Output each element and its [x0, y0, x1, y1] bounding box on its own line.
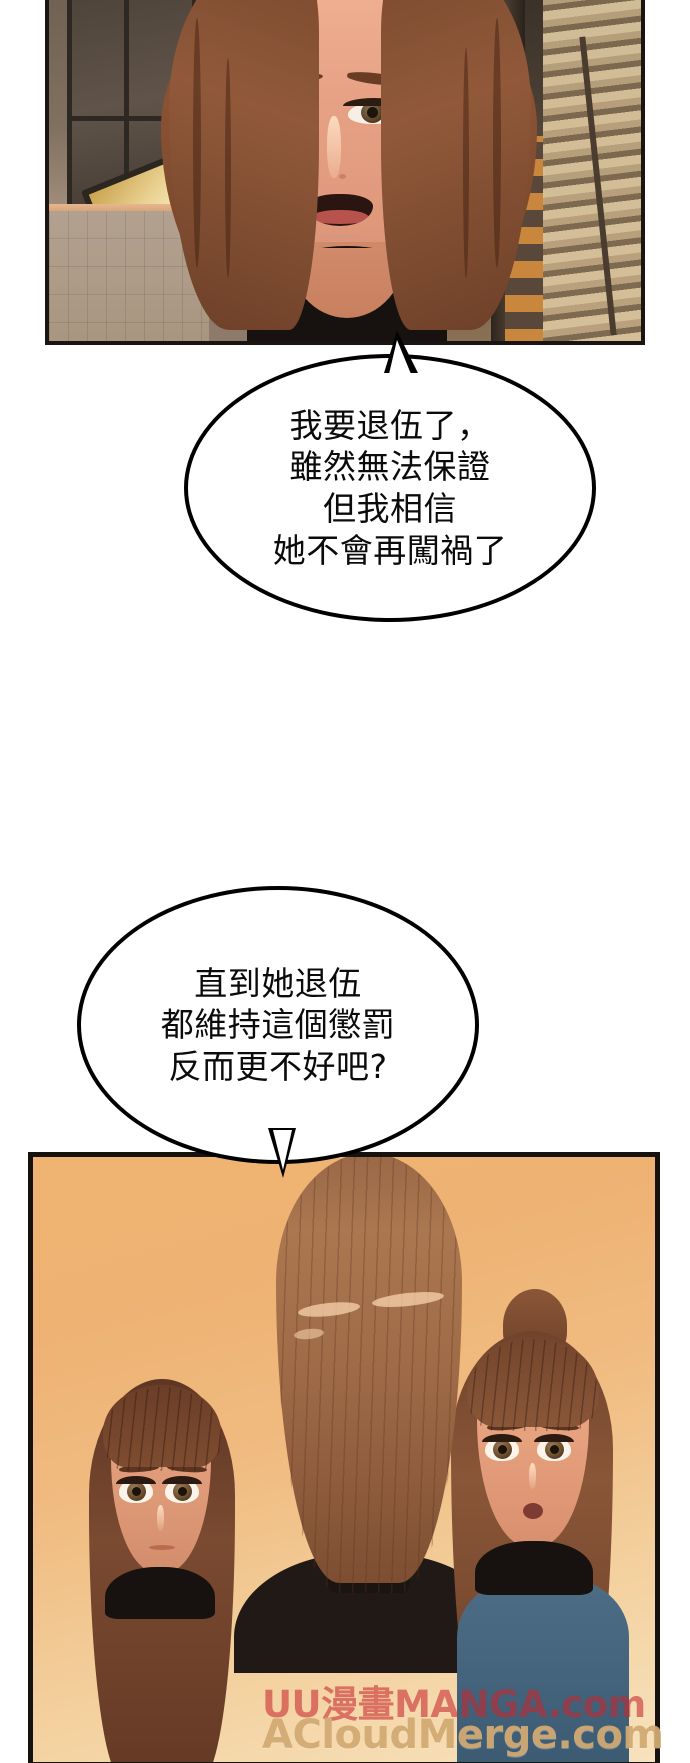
girl-left-collar — [105, 1567, 215, 1619]
girl-left-eye-right-lash — [162, 1476, 202, 1484]
girl-right-eye-right — [534, 1434, 574, 1461]
eye-right-lash — [343, 98, 405, 106]
speech-bubble-1-tail — [384, 331, 418, 374]
girl-right-eye-left-lash — [482, 1434, 522, 1442]
girl-right-nose — [529, 1463, 536, 1489]
girl-left-nose — [157, 1505, 164, 1531]
girl-left-bangs — [103, 1385, 221, 1467]
speech-bubble-1-text: 我要退伍了， 雖然無法保證 但我相信 她不會再闖禍了 — [272, 405, 508, 570]
girl-center-hair-strands — [276, 1157, 462, 1593]
hair-strand-c — [493, 18, 501, 268]
chin-highlight — [315, 234, 363, 238]
girl-right-bangs-strands — [467, 1339, 599, 1431]
girl-left-eye-left-lash — [116, 1476, 156, 1484]
nose — [327, 116, 341, 178]
panel-top-artwork — [49, 0, 641, 341]
comic-panel-top — [45, 0, 645, 345]
girl-left-eye-right — [162, 1476, 202, 1503]
character-woman-closeup — [161, 0, 537, 341]
character-girl-left — [89, 1379, 235, 1762]
girl-left-eye-left — [116, 1476, 156, 1503]
eye-right-pupil — [367, 107, 378, 118]
girl-right-eye-left-pupil — [498, 1445, 507, 1454]
girl-left-mouth — [149, 1545, 175, 1550]
background-window-mullion-vertical — [124, 0, 129, 216]
character-girl-right — [451, 1289, 629, 1762]
girl-right-shirt — [457, 1577, 629, 1762]
girl-center-hair — [276, 1157, 462, 1583]
background-stairs — [543, 0, 641, 341]
girl-left-eye-right-pupil — [178, 1487, 187, 1496]
hair-strand-b — [225, 58, 231, 278]
girl-right-eye-right-lash — [534, 1434, 574, 1442]
mouth-open — [307, 194, 373, 226]
hair-front-left — [169, 0, 319, 330]
character-girl-center-back — [234, 1157, 506, 1673]
hair-front-right — [381, 0, 531, 330]
lower-lip — [311, 210, 369, 224]
girl-right-collar — [475, 1541, 593, 1595]
speech-bubble-2-tail — [268, 1128, 296, 1178]
girl-right-bangs — [467, 1337, 599, 1427]
hair-strand-d — [463, 48, 469, 278]
panel-bottom-artwork — [33, 1157, 655, 1762]
speech-bubble-1: 我要退伍了， 雖然無法保證 但我相信 她不會再闖禍了 — [184, 354, 596, 622]
speech-bubble-2-text: 直到她退伍 都維持這個懲罰 反而更不好吧? — [160, 963, 396, 1086]
comic-panel-bottom — [28, 1152, 660, 1763]
hair-strand-a — [193, 18, 201, 268]
girl-right-eye-right-pupil — [550, 1445, 559, 1454]
girl-right-eye-left — [482, 1434, 522, 1461]
girl-left-eye-left-pupil — [132, 1487, 141, 1496]
girl-left-bangs-strands — [103, 1387, 221, 1471]
girl-right-mouth — [523, 1503, 543, 1519]
nostril — [339, 174, 346, 179]
speech-bubble-2: 直到她退伍 都維持這個懲罰 反而更不好吧? — [77, 886, 479, 1164]
